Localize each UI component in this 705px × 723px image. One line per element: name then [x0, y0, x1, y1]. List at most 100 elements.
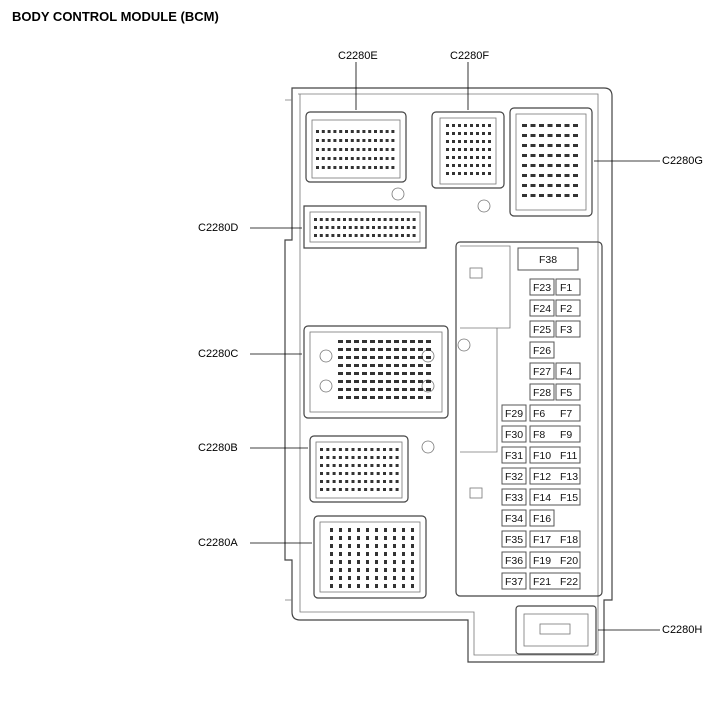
connector-pin [394, 364, 399, 367]
connector-pin [319, 226, 323, 229]
connector-pin [385, 139, 389, 142]
connector-pin [366, 544, 369, 548]
connector-pin [356, 157, 360, 160]
connector-pin [357, 472, 361, 475]
connector-pin [452, 124, 455, 127]
connector-pin [573, 164, 578, 167]
connector-pin [522, 134, 527, 137]
connector-pin [539, 164, 544, 167]
connector-pin [338, 340, 343, 343]
connector-c2280h [515, 605, 597, 655]
fuse-label: F30 [505, 429, 523, 441]
connector-pin [314, 226, 317, 229]
connector-pin [522, 164, 527, 167]
fuse-box [501, 488, 527, 506]
connector-pin [338, 396, 343, 399]
connector-pin [393, 584, 396, 588]
connector-pin [320, 456, 323, 459]
connector-pin [354, 356, 359, 359]
connector-pin [362, 139, 366, 142]
fuse-label: F28 [533, 387, 551, 399]
connector-pin [351, 448, 355, 451]
connector-pin [410, 348, 415, 351]
connector-pin [338, 364, 343, 367]
connector-pin [362, 396, 367, 399]
connector-c2280b [309, 435, 409, 503]
connector-pin [348, 584, 351, 588]
connector-pin [374, 130, 377, 133]
connector-pin [446, 156, 449, 159]
connector-pin [539, 154, 544, 157]
connector-pin [346, 396, 351, 399]
connector-pin [374, 139, 377, 142]
connector-pin [338, 464, 342, 467]
connector-pin [470, 172, 473, 175]
connector-pin [345, 139, 348, 142]
connector-pin [333, 148, 337, 151]
connector-pin [564, 124, 570, 127]
connector-pin [375, 528, 378, 532]
connector-pin [564, 194, 570, 197]
connector-pin [458, 156, 461, 159]
connector-pin [556, 124, 561, 127]
connector-pin [356, 166, 360, 169]
connector-pin [547, 184, 553, 187]
connector-pin [366, 536, 369, 540]
connector-pin [470, 132, 473, 135]
connector-pin [366, 584, 369, 588]
connector-pin [393, 536, 396, 540]
connector-pin [556, 144, 561, 147]
connector-pin [338, 448, 342, 451]
connector-pin [385, 157, 389, 160]
connector-pin [383, 234, 387, 237]
connector-pin [354, 380, 359, 383]
connector-pin [547, 144, 553, 147]
connector-pin [346, 340, 351, 343]
connector-pin [464, 172, 467, 175]
connector-pin [394, 380, 399, 383]
connector-pin [357, 480, 361, 483]
connector-pin [330, 544, 333, 548]
connector-pin [522, 154, 527, 157]
fuse-box [529, 467, 581, 485]
connector-pin [383, 480, 386, 483]
connector-pin [488, 156, 491, 159]
connector-pin [393, 568, 396, 572]
connector-pin [366, 218, 370, 221]
connector-pin [522, 184, 527, 187]
connector-pin [389, 456, 393, 459]
label-c2280a: C2280A [198, 537, 238, 549]
connector-pin [522, 174, 527, 177]
connector-pin [345, 448, 349, 451]
fuse-box [501, 404, 527, 422]
connector-pin [564, 134, 570, 137]
connector-pin [564, 184, 570, 187]
connector-pin [370, 348, 375, 351]
connector-pin [321, 130, 325, 133]
connector-pin [330, 552, 333, 556]
connector-pin [411, 528, 414, 532]
connector-pin [376, 464, 380, 467]
connector-pin [395, 456, 399, 459]
connector-pin [320, 464, 323, 467]
connector-pin [402, 560, 405, 564]
connector-pin [376, 448, 380, 451]
connector-pin [351, 456, 355, 459]
connector-pin [482, 164, 485, 167]
connector-pin [446, 172, 449, 175]
connector-pin [378, 372, 383, 375]
connector-pin [345, 464, 349, 467]
connector-pin [370, 372, 375, 375]
connector-pin [372, 234, 375, 237]
connector-pin [326, 464, 330, 467]
connector-pin [364, 456, 368, 459]
connector-pin [368, 166, 372, 169]
connector-pin [379, 166, 383, 169]
connector-pin [393, 576, 396, 580]
connector-pin [370, 356, 375, 359]
connector-pin [339, 544, 342, 548]
connector-pin [530, 194, 536, 197]
fuse-label: F6 [533, 408, 545, 420]
connector-pin [316, 148, 319, 151]
fuse-label: F15 [560, 492, 578, 504]
